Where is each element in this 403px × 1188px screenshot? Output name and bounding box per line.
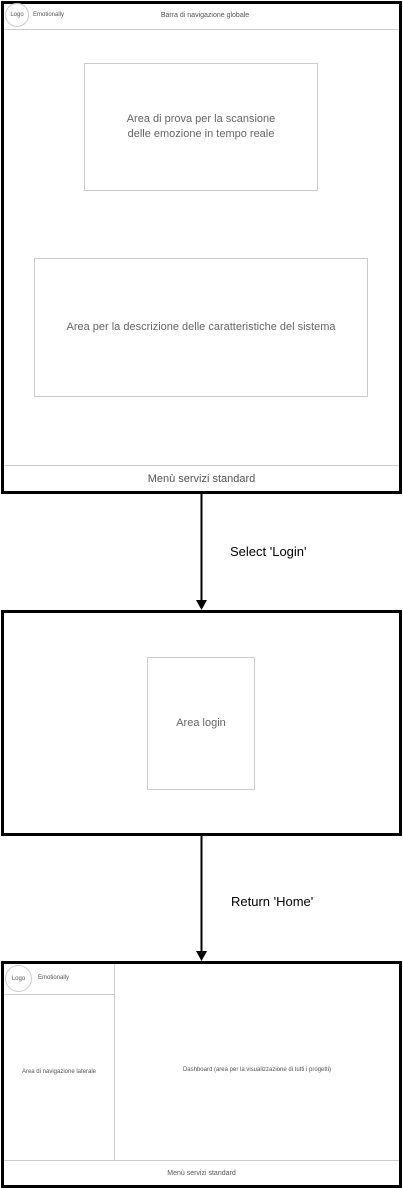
arrow-login-to-dashboard-head bbox=[196, 951, 207, 961]
home-header-divider bbox=[4, 29, 399, 30]
dashboard-logo: Logo bbox=[5, 965, 32, 992]
home-logo-label: Logo bbox=[10, 12, 24, 18]
login-area: Area login bbox=[147, 657, 255, 790]
dashboard-footer-menu-label: Menù servizi standard bbox=[167, 1169, 236, 1177]
home-emotion-scan-area: Area di prova per la scansione delle emo… bbox=[84, 63, 318, 191]
home-footer-menu: Menù servizi standard bbox=[4, 466, 399, 491]
home-logo: Logo bbox=[5, 3, 29, 27]
dashboard-sidebar-header-divider bbox=[4, 994, 114, 995]
home-system-description-area: Area per la descrizione delle caratteris… bbox=[34, 258, 368, 397]
dashboard-screen-frame bbox=[1, 961, 402, 1188]
dashboard-footer-menu: Menù servizi standard bbox=[4, 1161, 399, 1185]
dashboard-brand-name: Emotionally bbox=[38, 975, 70, 981]
dashboard-projects-label: Dashboard (area per la visualizzazione d… bbox=[182, 1067, 332, 1073]
arrow-home-to-login-head bbox=[196, 600, 207, 610]
home-system-description-label: Area per la descrizione delle caratteris… bbox=[66, 321, 336, 333]
home-emotion-scan-label: Area di prova per la scansione delle emo… bbox=[126, 113, 276, 140]
dashboard-sidebar-divider bbox=[114, 964, 115, 1160]
dashboard-footer-divider bbox=[4, 1160, 399, 1161]
home-footer-divider bbox=[4, 465, 399, 466]
dashboard-side-nav-label: Area di navigazione laterale bbox=[21, 1069, 97, 1075]
login-area-label: Area login bbox=[176, 717, 226, 729]
dashboard-side-nav-area: Area di navigazione laterale bbox=[4, 1064, 114, 1080]
dashboard-projects-area: Dashboard (area per la visualizzazione d… bbox=[115, 1062, 399, 1078]
home-brand-name: Emotionally bbox=[33, 12, 65, 18]
transition-label-login: Select 'Login' bbox=[230, 544, 307, 559]
home-global-nav-bar: Barra di navigazione globale bbox=[160, 12, 250, 19]
home-footer-menu-label: Menù servizi standard bbox=[147, 472, 256, 485]
dashboard-logo-label: Logo bbox=[11, 975, 26, 982]
transition-label-home: Return 'Home' bbox=[231, 894, 314, 909]
